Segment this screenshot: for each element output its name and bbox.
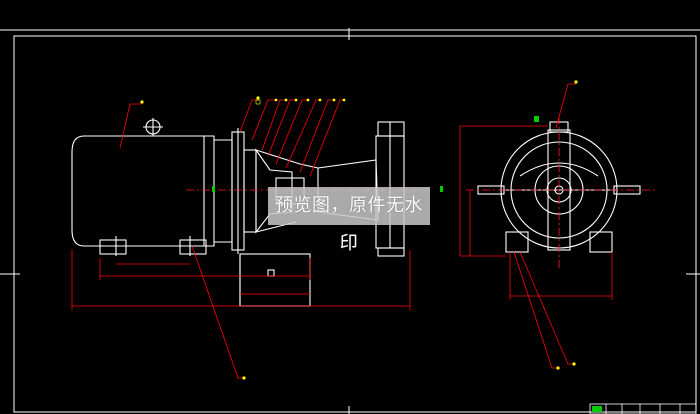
side-leaders [513,83,576,369]
drawing-frame [0,28,700,414]
side-callouts [556,80,578,370]
motor-body [71,135,215,247]
motor-foot-right [179,239,207,255]
green-markers [212,116,539,192]
front-dimensions [71,250,411,310]
side-feet-left [505,231,529,253]
preview-watermark: 预览图，原件无水印 [268,187,430,254]
lifting-eye [143,118,163,136]
pump-top-flange [377,121,405,137]
motor-foot-left [99,239,127,255]
side-feet-right [589,231,613,253]
front-callouts [140,96,346,380]
title-block [589,403,697,414]
motor-end-cap [214,139,233,243]
side-dimensions [459,125,613,300]
base-frame [239,253,311,307]
